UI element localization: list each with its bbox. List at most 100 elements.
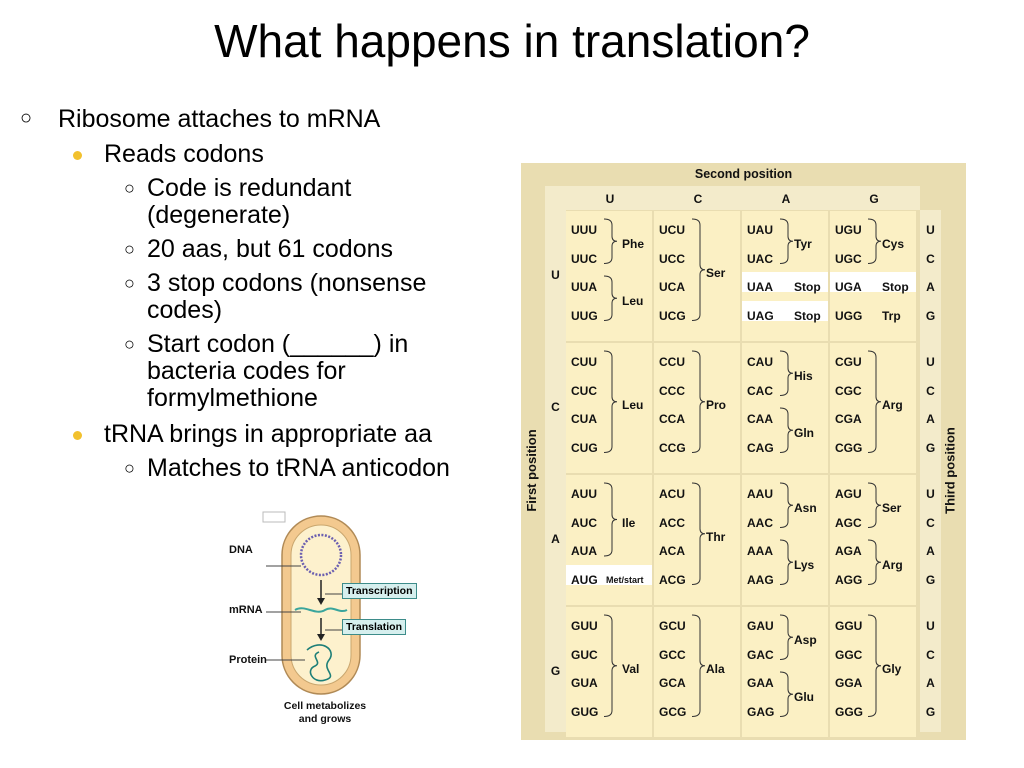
bullet-text: bacteria codes for [147,357,346,385]
codon: CAC [747,383,773,398]
start-codon-label: Met/start [606,574,644,585]
codon: GCC [659,647,686,662]
codon: AGA [835,544,862,558]
bullet-text: Reads codons [104,140,264,168]
codon: GAA [747,676,774,690]
codon: UCC [659,251,685,266]
amino-acid-label: Pro [706,397,727,412]
codon: CCC [659,383,685,398]
caption-line-1: Cell metabolizes [283,700,367,712]
highlight-box [742,300,828,321]
transcription-translation-diagram: DNA mRNA Protein Transcription Translati… [225,510,430,738]
first-position-base: A [551,531,560,546]
bullet-text: (degenerate) [147,201,291,229]
codon: ACG [659,572,686,587]
second-position-base: U [605,192,615,206]
amino-acid-label: Leu [622,294,644,309]
amino-acid-label: Stop [794,308,821,323]
codon: CUU [571,355,597,369]
bullet-text: tRNA brings in appropriate aa [104,420,432,448]
bullet-text: Matches to tRNA anticodon [147,454,450,482]
amino-acid-label: Thr [706,529,726,544]
codon: CAG [747,440,774,455]
second-position-base: G [869,192,879,206]
second-position-header-row [545,186,920,210]
cell-illustration [262,511,361,695]
arrowhead-transcription [317,598,325,605]
third-position-base: C [926,647,935,662]
amino-acid-label: Glu [794,690,814,705]
codon: CAU [747,355,773,369]
amino-acid-label: Asn [794,501,817,516]
codon: UGC [835,251,862,266]
first-position-label: First position [524,429,540,512]
amino-acid-label: Gly [882,661,902,676]
label-dna: DNA [229,544,253,556]
bullet-text: Start codon (______) in [147,330,409,358]
codon: UGG [835,308,863,323]
third-position-label: Third position [942,427,958,514]
arrowhead-translation [317,634,325,641]
third-position-column [920,210,941,732]
codon: GAU [747,619,774,633]
third-position-base: U [926,619,935,633]
codon: CAA [747,412,773,426]
bullet-text: 20 aas, but 61 codons [147,235,394,263]
highlight-box [742,272,828,292]
amino-acid-label: Tyr [794,237,812,252]
codon: UCA [659,280,685,294]
codon: GUA [571,676,598,690]
amino-acid-label: Arg [882,558,903,573]
codon: UAU [747,223,773,237]
label-mrna: mRNA [229,604,263,616]
amino-acid-label: Ser [882,501,902,516]
amino-acid-label: Gln [794,426,814,441]
codon: UGA [835,280,862,294]
transcription-label-box: Transcription [342,583,417,599]
third-position-base: U [926,223,935,237]
codon: CCU [659,355,685,369]
codon: GGU [835,619,863,633]
amino-acid-label: Phe [622,237,645,252]
third-position-base: A [926,544,935,558]
frame-mark [262,511,286,523]
mrna-strand [294,607,348,613]
codon: GAG [747,704,775,719]
codon: UAG [747,308,774,323]
small-hollow-circle-bullet-icon: ○ [124,273,135,293]
codon: GGC [835,647,863,662]
codon: AAC [747,515,773,530]
third-position-base: C [926,251,935,266]
amino-acid-label: Arg [882,397,903,412]
bullet-text: formylmethione [147,384,318,412]
amino-acid-label: Ala [706,661,725,676]
third-position-base: C [926,515,935,530]
third-position-base: G [925,440,936,455]
third-position-base: A [926,280,935,294]
second-position-base: C [693,192,703,206]
amino-acid-label: Stop [882,280,909,294]
first-position-base: C [551,399,560,414]
codon: UCG [659,308,686,323]
amino-acid-label: Ser [706,265,726,280]
highlight-box [566,564,652,585]
amino-acid-label: Stop [794,280,821,294]
small-hollow-circle-bullet-icon: ○ [124,239,135,259]
translation-label-box: Translation [342,619,407,635]
codon: ACU [659,487,685,501]
third-position-base: A [926,676,935,690]
codon: AUA [571,544,597,558]
codon: CGG [835,440,863,455]
amino-acid-label: Cys [882,237,905,252]
codon: CGC [835,383,862,398]
small-hollow-circle-bullet-icon: ○ [124,334,135,354]
codon: UUC [571,251,597,266]
hollow-circle-bullet-icon: ○ [20,107,33,129]
first-position-base: G [550,663,561,678]
third-position-base: A [926,412,935,426]
caption-line-2: and grows [298,713,352,725]
first-position-column [545,210,566,732]
codon: AAA [747,544,773,558]
third-position-base: U [926,487,935,501]
